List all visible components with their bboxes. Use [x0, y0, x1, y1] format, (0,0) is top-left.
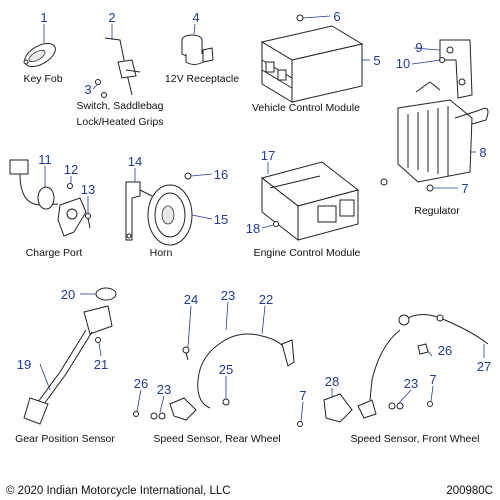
regulator-drawing [380, 39, 489, 192]
callout-7-front-right: 7 [429, 372, 436, 387]
callout-27: 27 [477, 359, 491, 374]
copyright-notice: © 2020 Indian Motorcycle International, … [6, 485, 231, 497]
caption-gear-position-sensor: Gear Position Sensor [15, 433, 115, 445]
caption-receptacle: 12V Receptacle [165, 73, 239, 85]
callout-20: 20 [61, 287, 75, 302]
key-fob-drawing [23, 42, 56, 68]
callout-12: 12 [64, 162, 78, 177]
callout-8: 8 [479, 145, 486, 160]
horn-drawing [125, 172, 193, 246]
caption-regulator: Regulator [414, 205, 460, 217]
caption-switch-line2: Lock/Heated Grips [77, 116, 164, 128]
callout-23-front: 23 [404, 376, 418, 391]
callout-26-rear: 25 [219, 362, 233, 377]
callout-7-rear: 26 [134, 376, 148, 391]
caption-speed-sensor-front: Speed Sensor, Front Wheel [351, 433, 480, 445]
callout-15: 15 [214, 212, 228, 227]
callout-23-rear: 23 [157, 382, 171, 397]
figure-id: 200980C [446, 485, 493, 497]
caption-charge-port: Charge Port [26, 247, 83, 259]
caption-speed-sensor-rear: Speed Sensor, Rear Wheel [153, 433, 280, 445]
callout-24: 23 [221, 288, 235, 303]
gear-position-sensor-drawing [23, 287, 117, 425]
caption-ecm: Engine Control Module [254, 247, 361, 259]
callout-28: 28 [325, 374, 339, 389]
callout-6: 6 [333, 9, 340, 24]
callout-4: 4 [192, 10, 199, 25]
leader-lines [39, 15, 485, 422]
callout-26-front: 26 [438, 343, 452, 358]
caption-horn: Horn [150, 247, 173, 259]
callout-2: 2 [108, 10, 115, 25]
callout-11: 11 [38, 152, 52, 167]
callout-5: 5 [373, 53, 380, 68]
vcm-drawing [260, 14, 364, 103]
callout-22: 22 [259, 292, 273, 307]
callout-1: 1 [40, 10, 47, 25]
callout-21: 21 [94, 357, 108, 372]
caption-switch-line1: Switch, Saddlebag [77, 100, 164, 112]
caption-vcm: Vehicle Control Module [252, 102, 360, 114]
switch-drawing [95, 37, 141, 98]
receptacle-drawing [181, 34, 214, 65]
callout-10: 10 [396, 56, 410, 71]
callout-9: 9 [415, 40, 422, 55]
callout-13: 13 [81, 182, 95, 197]
callout-14: 14 [128, 154, 142, 169]
callout-16: 16 [214, 167, 228, 182]
speed-sensor-rear-drawing [133, 333, 295, 421]
callout-7-front-left: 7 [299, 388, 306, 403]
callout-19: 19 [17, 357, 31, 372]
callout-3: 3 [84, 82, 91, 97]
callout-25: 24 [184, 292, 198, 307]
caption-key-fob: Key Fob [23, 73, 62, 85]
callout-18: 18 [246, 221, 260, 236]
ecm-drawing [260, 161, 360, 242]
speed-sensor-front-drawing [297, 314, 489, 427]
charge-port-drawing [9, 159, 91, 237]
callout-17: 17 [261, 148, 275, 163]
callout-7-regulator: 7 [461, 181, 468, 196]
